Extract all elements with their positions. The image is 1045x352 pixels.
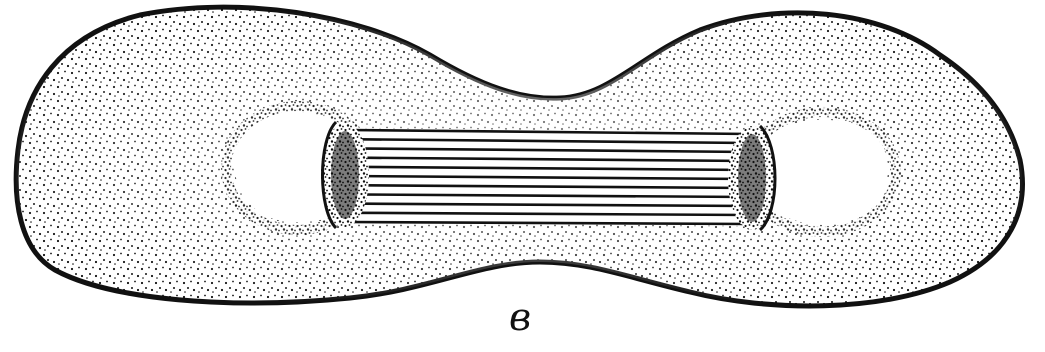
panel-label: в [500,295,540,339]
left-chromatin-pole [321,122,369,228]
spindle-fibers [348,128,750,226]
right-chromatin-pole [728,126,776,230]
